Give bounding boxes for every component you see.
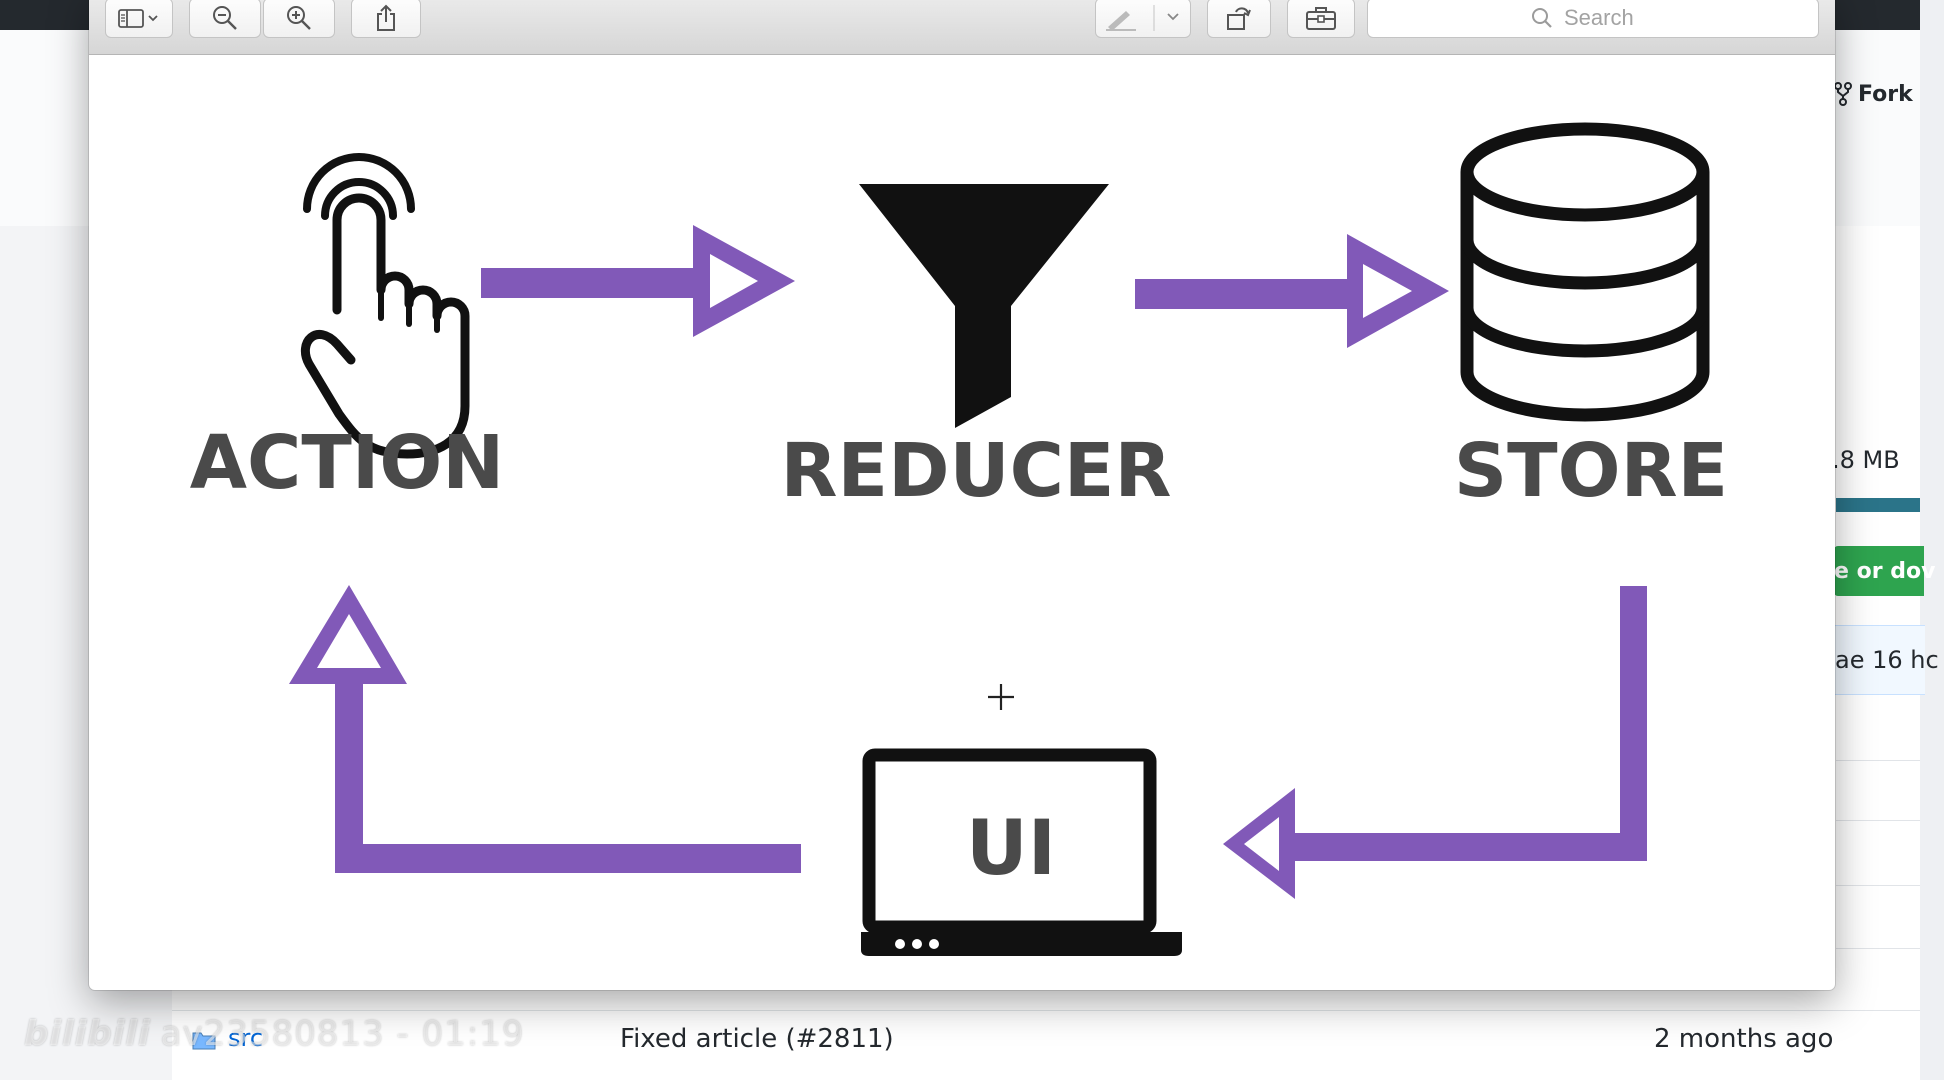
search-field[interactable] <box>1367 0 1819 38</box>
background-divider <box>1836 820 1920 821</box>
background-divider <box>1836 885 1920 886</box>
share-icon <box>377 4 395 31</box>
repo-size: .8 MB <box>1832 446 1900 474</box>
bilibili-logo: bilibili <box>24 1014 151 1054</box>
search-icon <box>1532 8 1552 28</box>
background-divider <box>1836 760 1920 761</box>
toolbox-button[interactable] <box>1287 0 1355 38</box>
clone-download-label: e or dov <box>1834 558 1936 584</box>
table-row[interactable] <box>172 1010 1920 1071</box>
watermark-text: av23580813 - 01:19 <box>160 1014 525 1054</box>
folder-icon <box>192 1032 216 1050</box>
redux-flow-diagram: ACTION REDUCER STORE UI <box>190 122 1728 956</box>
markup-button[interactable] <box>1095 0 1191 38</box>
zoom-in-icon <box>287 6 311 30</box>
background-divider <box>1836 948 1920 949</box>
toolbox-icon <box>1306 7 1336 30</box>
zoom-out-button[interactable] <box>189 0 261 38</box>
zoom-out-icon <box>213 6 237 30</box>
rotate-button[interactable] <box>1207 0 1271 38</box>
file-name-link[interactable]: src <box>228 1024 264 1052</box>
fork-icon <box>1834 82 1852 106</box>
fork-label: Fork <box>1858 81 1913 107</box>
arrow-store-to-ui <box>1223 586 1647 899</box>
funnel-icon <box>859 184 1109 428</box>
database-icon <box>1460 122 1710 422</box>
arrow-ui-to-action <box>289 585 801 873</box>
store-label: STORE <box>1454 428 1728 514</box>
language-bar <box>1836 498 1920 512</box>
reducer-label: REDUCER <box>781 428 1172 514</box>
laptop-icon <box>861 748 1182 956</box>
markup-pen-icon <box>1106 5 1179 31</box>
document-view: ACTION REDUCER STORE UI <box>89 54 1835 990</box>
latest-commit-text: ae 16 hc <box>1835 646 1939 674</box>
hand-tap-icon <box>300 153 470 459</box>
sidebar-toggle-button[interactable] <box>105 0 173 38</box>
clone-download-button[interactable]: e or dov <box>1834 546 1935 596</box>
preview-toolbar <box>89 0 1835 55</box>
crosshair-cursor-icon <box>988 684 1014 710</box>
ui-label: UI <box>966 803 1056 892</box>
share-button[interactable] <box>351 0 421 38</box>
commit-message-link[interactable]: Fixed article (#2811) <box>620 1024 894 1054</box>
fork-button[interactable]: Fork <box>1826 76 1944 112</box>
arrow-action-to-reducer <box>481 225 795 337</box>
action-label: ACTION <box>190 420 504 506</box>
latest-commit-box: ae 16 hc <box>1834 625 1939 695</box>
rotate-icon <box>1227 7 1251 30</box>
commit-age: 2 months ago <box>1654 1024 1834 1054</box>
arrow-reducer-to-store <box>1135 234 1449 348</box>
zoom-in-button[interactable] <box>263 0 335 38</box>
preview-window: ACTION REDUCER STORE UI <box>89 0 1835 990</box>
sidebar-toggle-icon <box>118 9 158 28</box>
search-input[interactable] <box>1562 4 1656 32</box>
